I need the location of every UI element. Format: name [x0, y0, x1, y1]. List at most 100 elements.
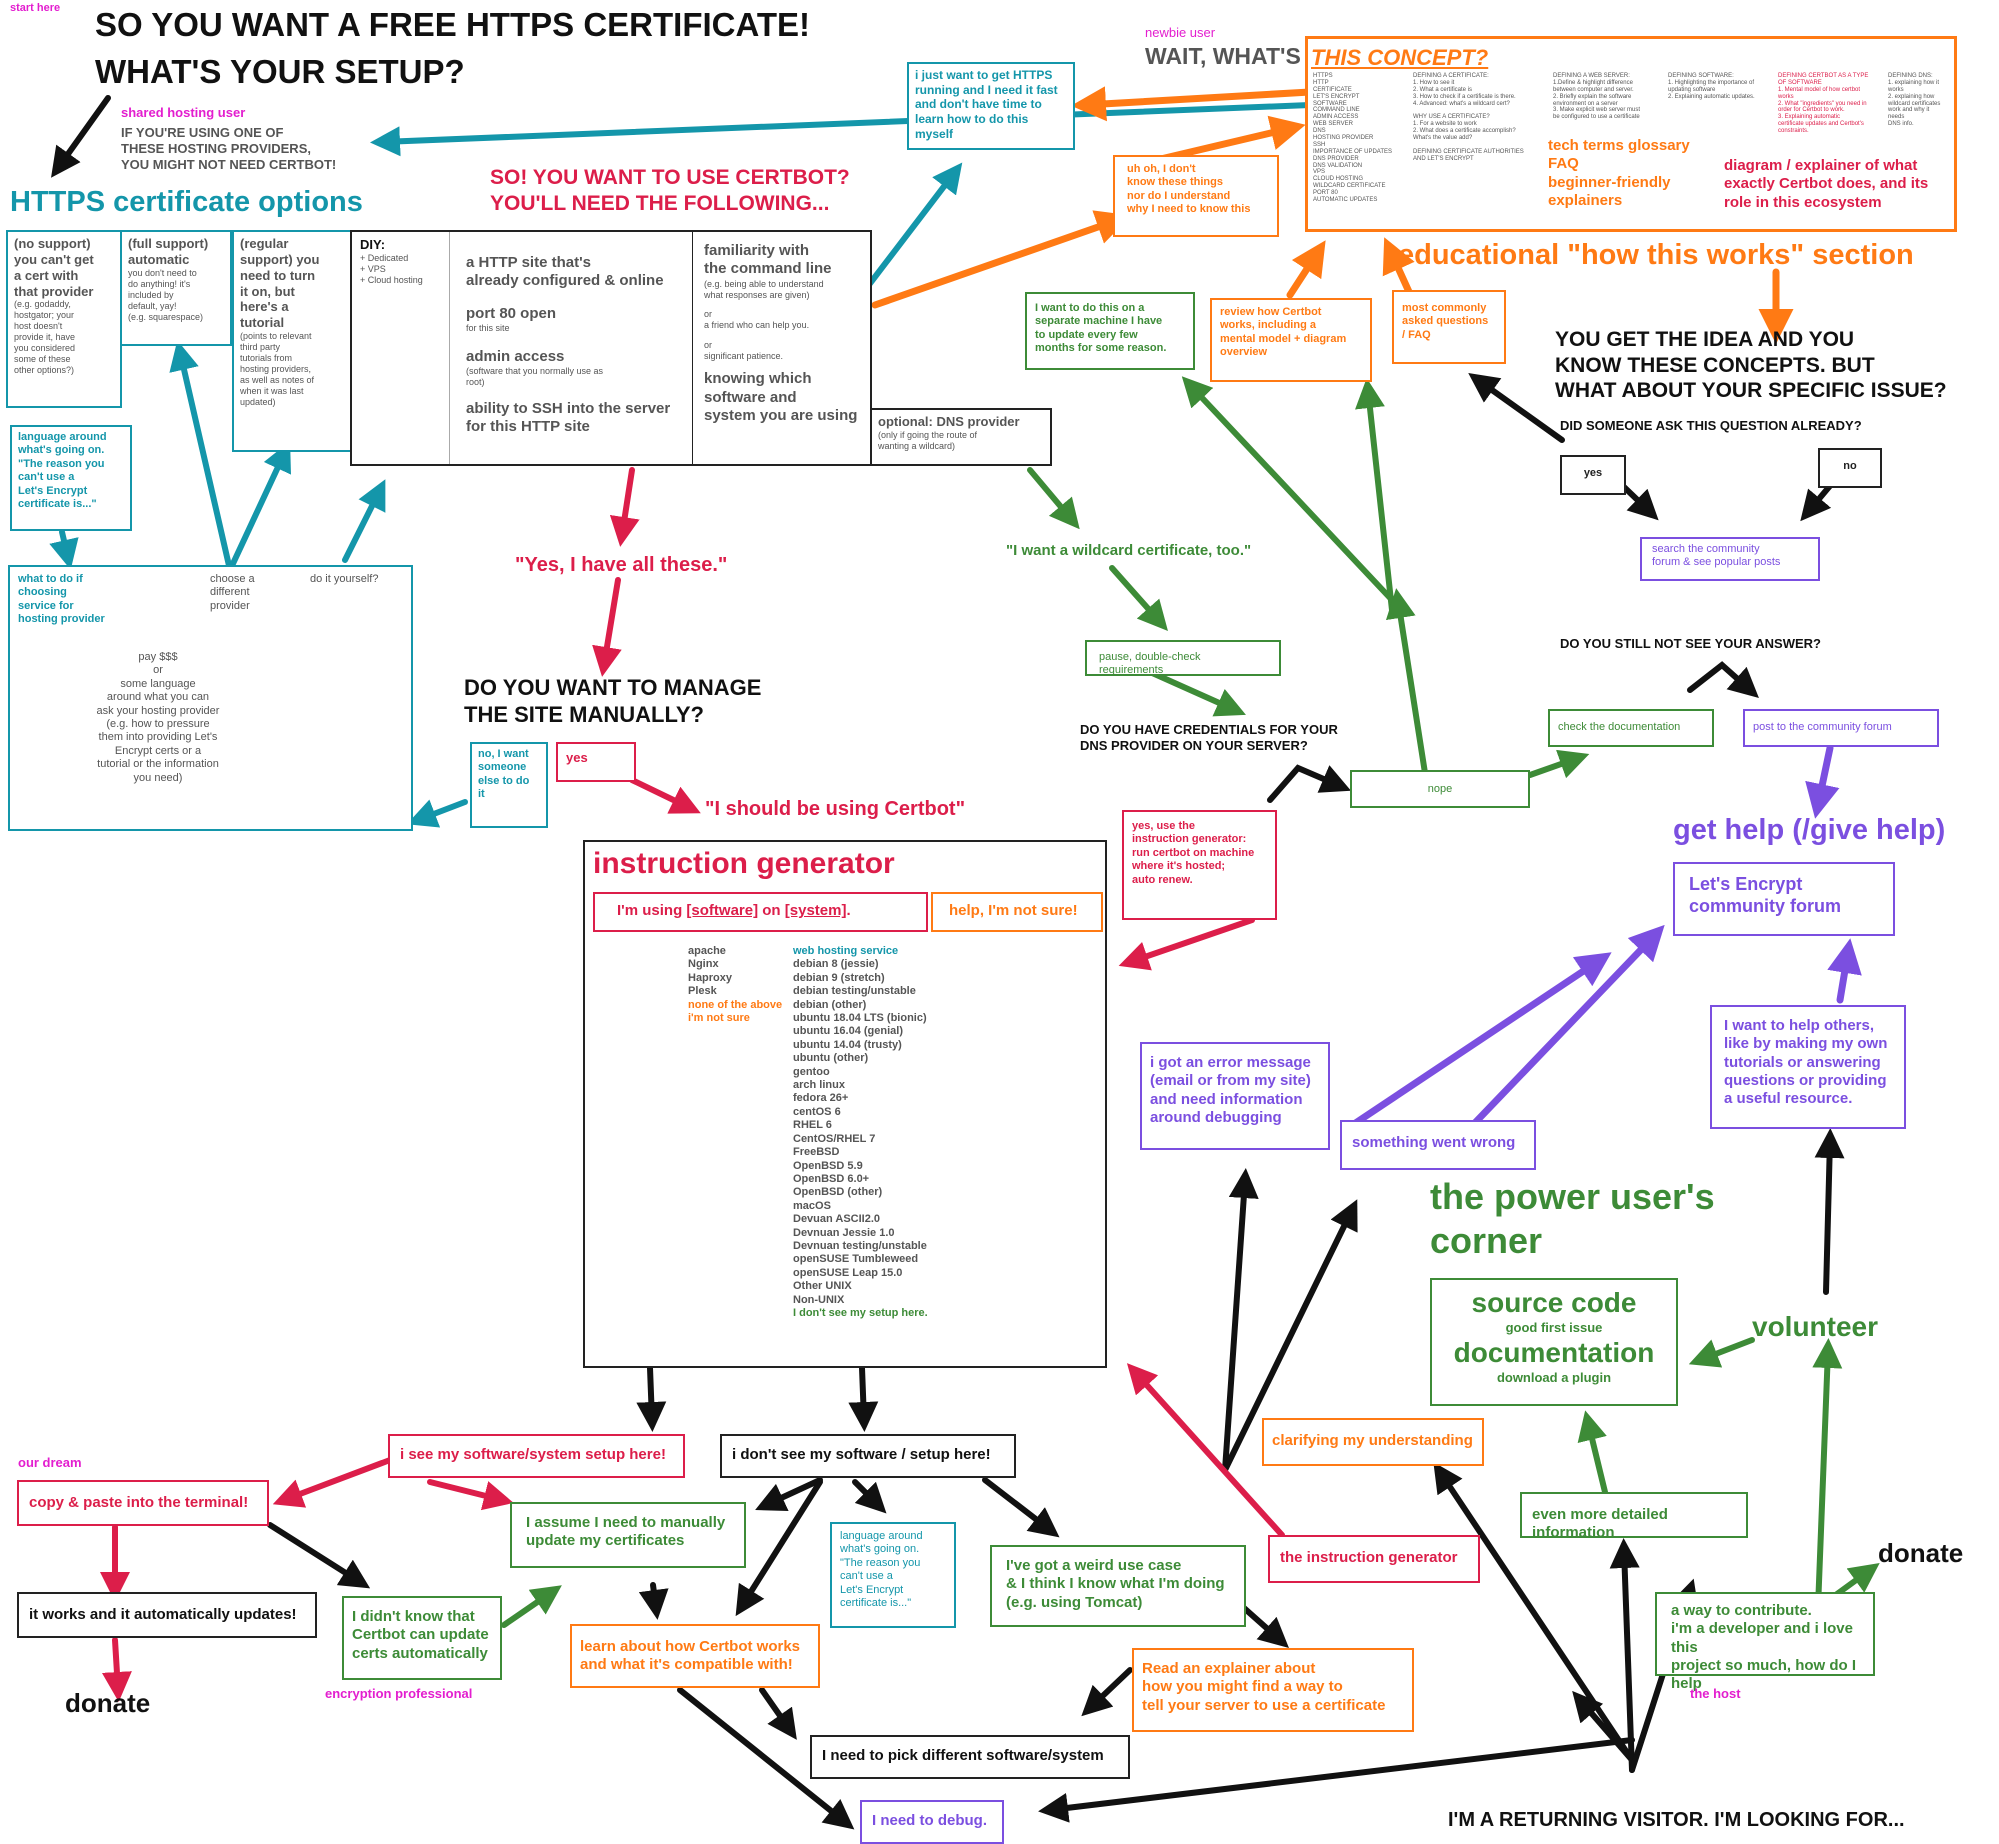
no-want-someone-else[interactable]: no, I want someone else to do it: [470, 742, 548, 828]
faq-box[interactable]: most commonly asked questions / FAQ: [1392, 290, 1506, 364]
community-forum-box[interactable]: Let's Encrypt community forum: [1673, 862, 1895, 936]
contribute-box[interactable]: a way to contribute. i'm a developer and…: [1655, 1592, 1875, 1692]
uh-oh-box[interactable]: uh oh, I don't know these things nor do …: [1113, 155, 1279, 237]
system-option[interactable]: OpenBSD (other): [793, 1186, 883, 1199]
help-others-box[interactable]: I want to help others, like by making my…: [1710, 1005, 1906, 1129]
specific-issue-question: YOU GET THE IDEA AND YOU KNOW THESE CONC…: [1555, 328, 1947, 403]
just-want-https-box[interactable]: i just want to get HTTPS running and I n…: [907, 62, 1075, 150]
see-setup-box[interactable]: i see my software/system setup here!: [388, 1434, 685, 1478]
system-option[interactable]: openSUSE Tumbleweed: [793, 1253, 919, 1266]
system-option[interactable]: Other UNIX: [793, 1280, 852, 1293]
pick-different-box[interactable]: I need to pick different software/system: [810, 1735, 1130, 1779]
arrow-gen-dont: [848, 1365, 879, 1432]
software-option-unsure[interactable]: none of the above: [688, 998, 783, 1011]
dont-see-setup-box[interactable]: i don't see my software / setup here!: [720, 1434, 1016, 1478]
yes-manage[interactable]: yes: [556, 742, 636, 782]
separate-machine-box[interactable]: I want to do this on a separate machine …: [1025, 292, 1195, 370]
software-option[interactable]: apache: [688, 945, 726, 957]
system-selector[interactable]: [system]: [784, 902, 847, 919]
using-software-system[interactable]: I'm using [software] on [system].: [593, 892, 928, 932]
pause-double-check-box[interactable]: pause, double-check requirements: [1085, 640, 1281, 676]
system-not-listed[interactable]: I don't see my setup here.: [793, 1306, 928, 1319]
documentation-link[interactable]: documentation: [1453, 1337, 1655, 1369]
yes-use-generator-box[interactable]: yes, use the instruction generator: run …: [1122, 810, 1277, 920]
arrow-creds-branch: [1267, 764, 1352, 803]
diy-heading: DIY:: [360, 237, 386, 252]
software-option-unsure[interactable]: i'm not sure: [688, 1012, 750, 1025]
system-option[interactable]: Devnuan testing/unstable: [793, 1239, 927, 1252]
software-option[interactable]: Plesk: [688, 985, 717, 998]
instruction-generator-link-box[interactable]: the instruction generator: [1268, 1535, 1480, 1583]
system-option[interactable]: openSUSE Leap 15.0: [793, 1266, 903, 1279]
language-around-box[interactable]: language around what's going on. "The re…: [10, 425, 132, 531]
system-option[interactable]: FreeBSD: [793, 1146, 840, 1159]
software-option[interactable]: Nginx: [688, 958, 719, 971]
option-regular-support[interactable]: (regular support) you need to turn it on…: [232, 230, 352, 452]
it-works-box[interactable]: it works and it automatically updates!: [17, 1592, 317, 1638]
didnt-know-box[interactable]: I didn't know that Certbot can update ce…: [342, 1596, 502, 1680]
glossary-faq-list[interactable]: tech terms glossary FAQ beginner-friendl…: [1548, 137, 1690, 209]
system-option[interactable]: OpenBSD 6.0+: [793, 1172, 870, 1185]
source-code-link[interactable]: source code: [1471, 1287, 1637, 1318]
post-forum-box[interactable]: post to the community forum: [1743, 709, 1939, 747]
system-option[interactable]: OpenBSD 5.9: [793, 1159, 863, 1172]
answer-yes[interactable]: yes: [1560, 455, 1626, 495]
copy-paste-box[interactable]: copy & paste into the terminal!: [17, 1480, 269, 1526]
wait-whats-label: WAIT, WHAT'S: [1145, 43, 1301, 69]
system-option[interactable]: Devuan ASCII2.0: [793, 1213, 881, 1226]
system-option[interactable]: macOS: [793, 1199, 831, 1212]
volunteer-label[interactable]: volunteer: [1752, 1311, 1879, 1342]
choose-different-provider[interactable]: choose a different provider: [210, 573, 255, 612]
donate-power[interactable]: donate: [1878, 1538, 1964, 1568]
diagram-explainer[interactable]: diagram / explainer of what exactly Cert…: [1724, 157, 1929, 211]
option-no-support[interactable]: (no support) you can't get a cert with t…: [6, 230, 122, 408]
answer-no[interactable]: no: [1818, 448, 1882, 488]
download-plugin-link[interactable]: download a plugin: [1496, 1370, 1612, 1386]
system-option[interactable]: RHEL 6: [793, 1119, 832, 1132]
system-option[interactable]: ubuntu 18.04 LTS (bionic): [793, 1012, 927, 1025]
using-mid: on: [758, 902, 785, 919]
system-option[interactable]: ubuntu 14.04 (trusty): [793, 1038, 902, 1051]
optional-dns-label: optional: DNS provider: [878, 414, 1020, 429]
arrow-help-to-forum: [1827, 938, 1862, 1004]
assume-manual-box[interactable]: I assume I need to manually update my ce…: [510, 1502, 746, 1568]
system-option[interactable]: CentOS/RHEL 7: [793, 1132, 876, 1145]
language-around-bottom[interactable]: language around what's going on. "The re…: [830, 1522, 956, 1628]
system-option[interactable]: debian (other): [793, 998, 867, 1011]
system-option[interactable]: fedora 26+: [793, 1092, 849, 1105]
clarifying-box[interactable]: clarifying my understanding: [1262, 1418, 1484, 1466]
need-to-debug-box[interactable]: I need to debug.: [860, 1800, 1004, 1844]
system-option[interactable]: Devnuan Jessie 1.0: [793, 1226, 895, 1239]
system-option[interactable]: Non-UNIX: [793, 1293, 845, 1306]
search-forum-box[interactable]: search the community forum & see popular…: [1640, 537, 1820, 581]
review-certbot-box[interactable]: review how Certbot works, including a me…: [1210, 298, 1372, 382]
donate-bottom[interactable]: donate: [65, 1688, 151, 1718]
do-it-yourself[interactable]: do it yourself?: [310, 573, 379, 585]
system-option[interactable]: debian 9 (stretch): [793, 971, 885, 984]
system-option[interactable]: debian 8 (jessie): [793, 958, 879, 971]
good-first-issue-link[interactable]: good first issue: [1505, 1320, 1603, 1336]
system-option[interactable]: centOS 6: [793, 1105, 841, 1118]
read-explainer-box[interactable]: Read an explainer about how you might fi…: [1132, 1648, 1414, 1732]
learn-certbot-box[interactable]: learn about how Certbot works and what i…: [570, 1624, 820, 1688]
software-selector[interactable]: [software]: [686, 902, 759, 919]
system-option[interactable]: arch linux: [793, 1079, 845, 1092]
instruction-generator-box: instruction generator I'm using [softwar…: [583, 840, 1107, 1368]
system-option[interactable]: debian testing/unstable: [793, 985, 916, 998]
system-head[interactable]: web hosting service: [793, 945, 899, 957]
something-went-wrong-box[interactable]: something went wrong: [1340, 1120, 1536, 1170]
detailed-info-box[interactable]: even more detailed information: [1520, 1492, 1748, 1541]
system-option[interactable]: ubuntu 16.04 (genial): [793, 1025, 904, 1038]
weird-use-case-box[interactable]: I've got a weird use case & I think I kn…: [990, 1545, 1246, 1627]
option-full-support[interactable]: (full support) automatic you don't need …: [120, 230, 232, 346]
error-message-box[interactable]: i got an error message (email or from my…: [1140, 1042, 1330, 1150]
system-list: web hosting service debian 8 (jessie)deb…: [793, 945, 928, 1320]
help-not-sure-button[interactable]: help, I'm not sure!: [931, 892, 1103, 932]
check-documentation-box[interactable]: check the documentation: [1548, 709, 1714, 747]
what-to-do-link[interactable]: what to do if choosing service for hosti…: [18, 573, 105, 626]
nope-box[interactable]: nope: [1350, 770, 1530, 808]
requirements-column-2: familiarity with the command line (e.g. …: [704, 242, 872, 425]
software-option[interactable]: Haproxy: [688, 971, 733, 984]
system-option[interactable]: ubuntu (other): [793, 1052, 869, 1065]
system-option[interactable]: gentoo: [793, 1065, 830, 1078]
